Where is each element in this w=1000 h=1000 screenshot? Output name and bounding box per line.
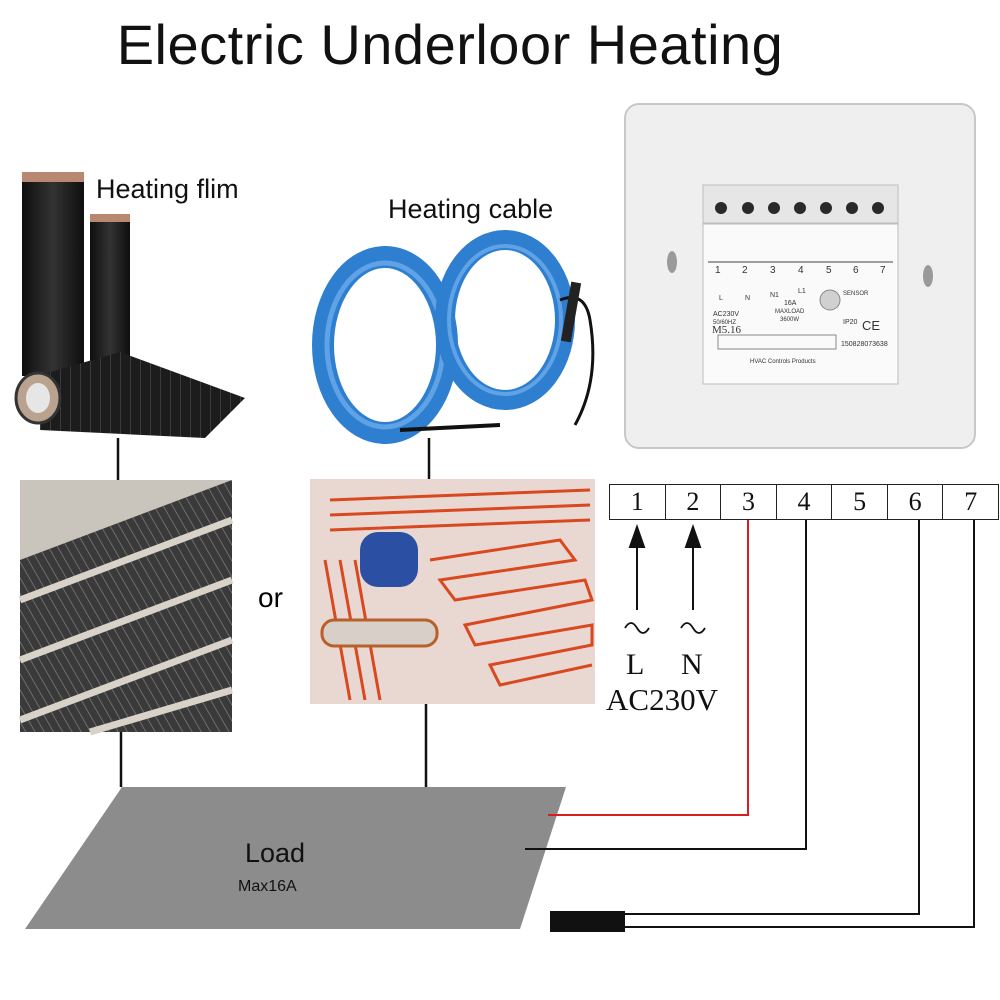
floor-sensor-probe [550, 911, 625, 932]
thermo-serial: 150828073638 [841, 341, 888, 348]
or-label: or [258, 582, 283, 613]
thermo-terminal-5: 5 [826, 265, 832, 276]
thermo-rating-voltage: AC230V [713, 311, 739, 318]
terminal-5: 5 [831, 485, 887, 519]
thermo-terminal-3: 3 [770, 265, 776, 276]
load-max-current: Max16A [238, 878, 297, 895]
load-block [25, 787, 566, 929]
heating-cable-image [312, 230, 595, 444]
thermo-rating-current: 16A [784, 300, 797, 307]
thermo-terminal-6: 6 [853, 265, 859, 276]
phase-l-label: L [626, 648, 645, 681]
heating-film-label: Heating flim [96, 174, 239, 204]
thermo-terminal-1: 1 [715, 265, 721, 276]
terminal-7: 7 [942, 485, 998, 519]
thermo-ce-mark: CE [862, 318, 880, 333]
load-title: Load [245, 838, 306, 868]
cable-floor-photo [310, 479, 595, 704]
terminal-6: 6 [886, 485, 943, 519]
supply-arrows [628, 523, 702, 610]
thermo-maker: HVAC Controls Products [750, 359, 816, 365]
ac-symbols [624, 622, 706, 634]
phase-n-label: N [681, 648, 703, 681]
film-floor-photo [18, 480, 234, 736]
heating-film-image [14, 172, 245, 438]
thermostat-image: 1 2 3 4 5 6 7 L N N1 L1 SENSOR AC230V 50… [624, 103, 976, 449]
thermo-pin-n1: N1 [770, 292, 779, 299]
thermo-maxload-w: 3600W [780, 317, 799, 323]
terminal-1: 1 [630, 487, 644, 516]
thermo-terminal-4: 4 [798, 265, 804, 276]
thermo-terminal-7: 7 [880, 265, 886, 276]
wire-terminal-4 [525, 520, 807, 850]
heating-cable-label: Heating cable [388, 194, 554, 224]
connection-lines [116, 438, 431, 787]
thermo-pin-l1: L1 [798, 288, 806, 295]
wire-terminal-3 [548, 520, 749, 816]
thermo-pin-n: N [745, 295, 750, 302]
thermo-ip: IP20 [843, 319, 858, 326]
terminal-3: 3 [720, 485, 776, 519]
thermo-pin-l: L [719, 295, 723, 302]
thermo-rating-freq: 50/60HZ [713, 320, 736, 326]
wire-terminal-7 [625, 520, 975, 928]
thermo-sensor-label: SENSOR [843, 291, 869, 297]
terminal-2: 2 [664, 485, 721, 519]
thermo-terminal-2: 2 [742, 265, 748, 276]
thermo-maxload: MAXLOAD [775, 309, 805, 315]
thermo-model: M5.16 [712, 324, 742, 336]
terminal-4: 4 [775, 485, 832, 519]
diagram-title: Electric Underloor Heating [116, 13, 784, 76]
supply-voltage-label: AC230V [606, 682, 718, 717]
wire-terminal-6 [625, 520, 920, 915]
terminal-strip: 1 2 3 4 5 6 7 [609, 484, 999, 520]
